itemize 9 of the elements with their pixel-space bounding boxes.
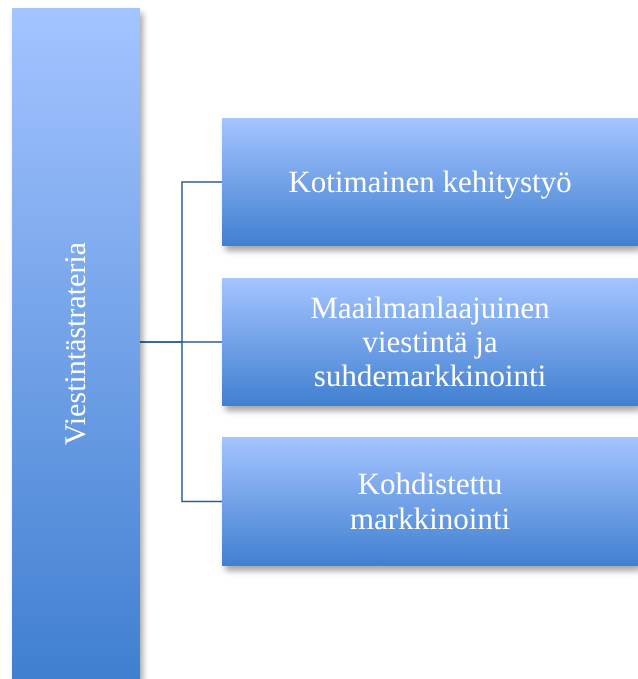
vertical-bar bbox=[12, 8, 140, 679]
topic-box bbox=[222, 118, 638, 246]
connector-line bbox=[140, 341, 222, 502]
topic-box bbox=[222, 278, 638, 406]
box-label: Kohdistettu markkinointi bbox=[348, 467, 512, 536]
box-label: Maailmanlaajuinen viestintä ja suhdemarkkinointi bbox=[309, 290, 551, 394]
box-label: Kotimainen kehitystyö bbox=[288, 164, 572, 200]
bar-label: Viestintästrateria bbox=[61, 242, 91, 446]
topic-box bbox=[222, 437, 638, 566]
